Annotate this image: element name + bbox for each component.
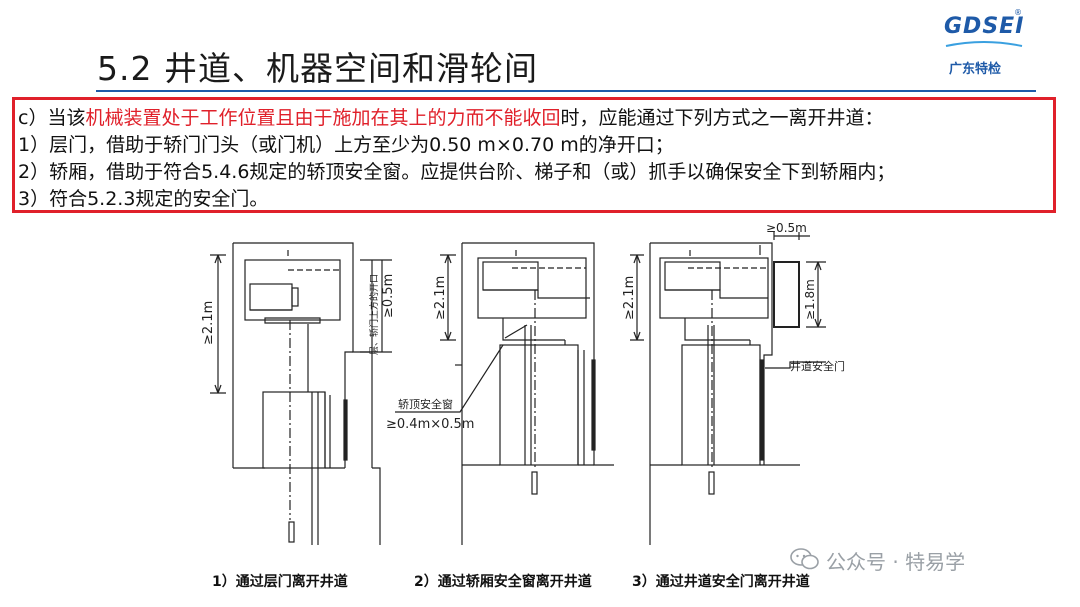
caption-2: 2）通过轿厢安全窗离开井道 — [414, 574, 592, 590]
clause-suffix: 时，应能通过下列方式之一离开井道： — [560, 107, 884, 129]
watermark-text: 公众号 · 特易学 — [826, 550, 966, 574]
logo-brand: GDSEI — [944, 14, 1025, 39]
d1-opening-label: ≥0.5m — [381, 274, 396, 318]
d3-height-label: ≥2.1m — [622, 276, 637, 320]
diagram-1-landing-door — [210, 242, 392, 545]
d3-width-label: ≥0.5m — [766, 221, 807, 235]
logo-swoosh-icon — [945, 41, 1023, 47]
logo-org-name: 广东特检 — [949, 62, 1002, 77]
caption-3: 3）通过井道安全门离开井道 — [632, 574, 810, 590]
wechat-icon — [790, 548, 819, 570]
clause-highlight: 机械装置处于工作位置且由于施加在其上的力而不能收回 — [85, 107, 561, 129]
requirement-box — [12, 97, 1056, 213]
clause-c: c）当该机械装置处于工作位置且由于施加在其上的力而不能收回时，应能通过下列方式之… — [18, 103, 883, 130]
diagram-3-shaft-door — [630, 232, 826, 545]
clause-item-2: 2）轿厢，借助于符合5.4.6规定的轿顶安全窗。应提供台阶、梯子和（或）抓手以确… — [18, 161, 896, 183]
title-underline — [96, 90, 1036, 92]
caption-1: 1）通过层门离开井道 — [212, 574, 348, 590]
d2-window-size: ≥0.4m×0.5m — [386, 417, 474, 432]
d2-window-label: 轿顶安全窗 — [398, 397, 453, 411]
clause-prefix: c）当该 — [18, 107, 86, 129]
diagram-2-car-roof-window — [395, 242, 614, 545]
slide-title: 5.2 井道、机器空间和滑轮间 — [97, 49, 538, 88]
clause-item-1: 1）层门，借助于轿门门头（或门机）上方至少为0.50 m×0.70 m的净开口； — [18, 134, 674, 156]
clause-item-3: 3）符合5.2.3规定的安全门。 — [18, 188, 269, 210]
d3-door-label: 井道安全门 — [790, 359, 845, 373]
d3-door-height-label: ≥1.8m — [803, 279, 817, 320]
logo-registered-mark: ® — [1014, 8, 1022, 17]
d1-height-label: ≥2.1m — [201, 301, 216, 345]
d2-height-label: ≥2.1m — [433, 276, 448, 320]
d1-opening-note: 层、轿门上方的开口 — [368, 274, 380, 355]
